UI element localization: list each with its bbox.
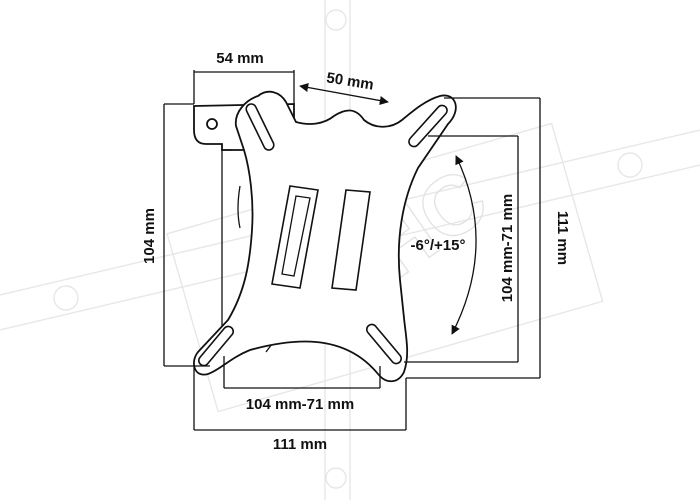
slot-bottom-left [197,325,235,367]
dim-label-right-outer-height: 111 mm [554,211,571,265]
dim-label-left-height: 104 mm [141,208,158,264]
dim-bottom-inner-width: 104 mm-71 mm [223,356,381,413]
slot-bottom-right [365,323,403,365]
dim-label-top-offset: 50 mm [325,69,375,93]
dim-label-bottom-inner-width: 104 mm-71 mm [246,396,354,413]
bracket-hole [206,118,218,130]
dim-right-outer-height: 111 mm [406,97,571,379]
dim-label-top-width: 54 mm [216,50,264,67]
vesa-plate [193,90,457,383]
dim-top-offset: 50 mm [299,69,389,106]
dim-label-right-inner-height: 104 mm-71 mm [499,194,516,302]
tilt-angle-label: -6°/+15° [411,237,466,254]
dim-label-bottom-outer-width: 111 mm [273,436,327,453]
tilt-indicator: -6°/+15° [411,155,477,335]
dim-bottom-outer-width: 111 mm [193,366,407,453]
slot-top-left [245,103,275,151]
dim-top-width: 54 mm [193,50,295,104]
dim-right-inner-height: 104 mm-71 mm [404,135,519,363]
dim-left-height: 104 mm [141,103,210,367]
center-slot-right [331,189,371,291]
slot-top-right [408,104,448,148]
